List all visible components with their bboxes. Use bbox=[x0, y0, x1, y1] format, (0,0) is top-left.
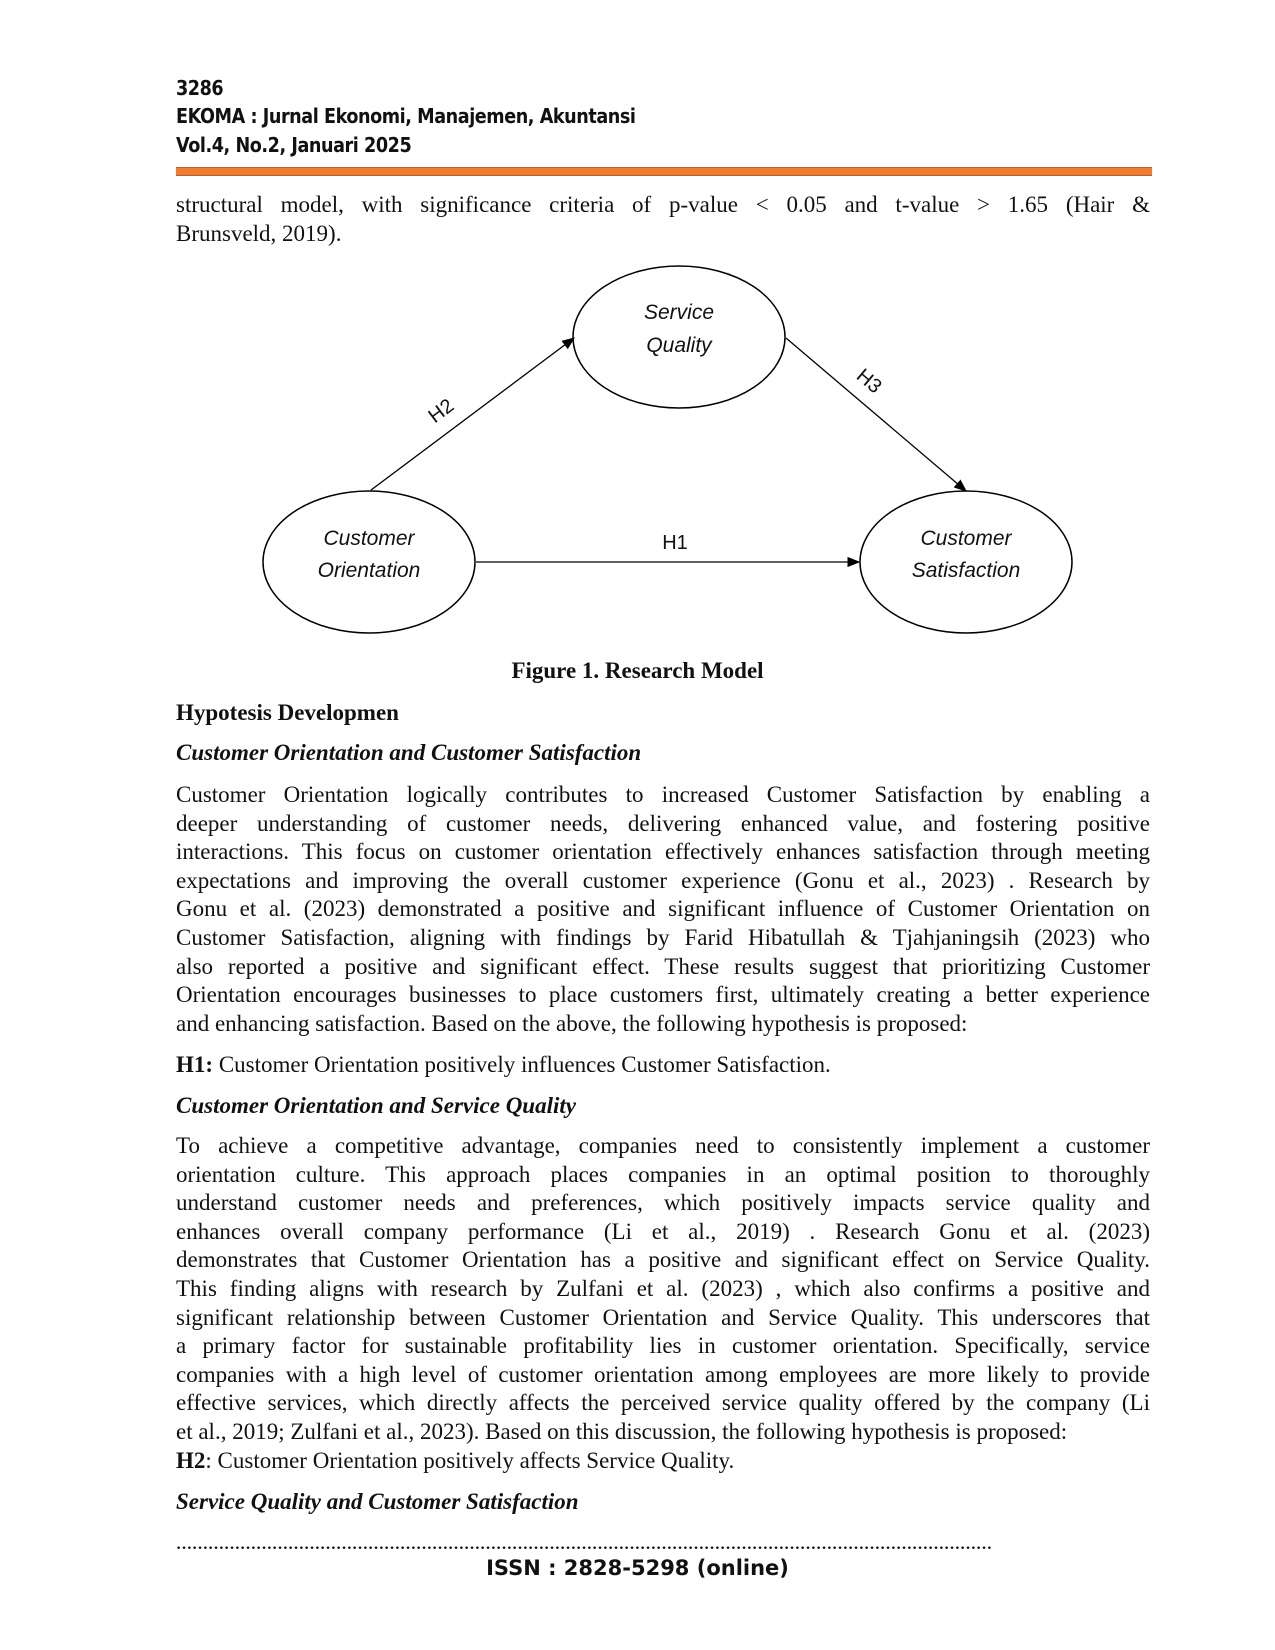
subsection-title: Customer Orientation and Customer Satisf… bbox=[176, 740, 642, 765]
page-number: 3286 bbox=[176, 76, 224, 100]
text-line: Orientation encourages businesses to pla… bbox=[176, 982, 1150, 1008]
footer-divider: …………………………………………………………………………………………………………… bbox=[176, 1536, 992, 1553]
hypothesis-h2: H2: Customer Orientation positively affe… bbox=[176, 1447, 1150, 1476]
text-line: enhances overall company performance (Li… bbox=[176, 1218, 1150, 1244]
text-line: orientation culture. This approach place… bbox=[176, 1161, 1150, 1187]
journal-title: EKOMA : Jurnal Ekonomi, Manajemen, Akunt… bbox=[176, 104, 636, 128]
text-line: understand customer needs and preference… bbox=[176, 1190, 1150, 1216]
hypothesis-h1: H1: Customer Orientation positively infl… bbox=[176, 1051, 1150, 1080]
arrow-h2 bbox=[370, 337, 576, 491]
node-label: Service bbox=[644, 301, 714, 324]
text-line: expectations and improving the overall c… bbox=[176, 867, 1150, 893]
text-line: et al., 2019; Zulfani et al., 2023). Bas… bbox=[176, 1418, 1068, 1444]
node-label: Customer bbox=[323, 527, 415, 550]
text-line: Gonu et al. (2023) demonstrated a positi… bbox=[176, 896, 1150, 922]
text-line: significant relationship between Custome… bbox=[176, 1304, 1150, 1330]
text-line: and enhancing satisfaction. Based on the… bbox=[176, 1010, 968, 1036]
node-label: Quality bbox=[646, 334, 713, 357]
subsection-title: Service Quality and Customer Satisfactio… bbox=[176, 1489, 579, 1514]
hypothesis-label: H2 bbox=[176, 1447, 206, 1473]
text-line: To achieve a competitive advantage, comp… bbox=[176, 1133, 1150, 1158]
hypothesis-label: H1: bbox=[176, 1052, 214, 1077]
hypothesis-text: Customer Orientation positively influenc… bbox=[213, 1052, 831, 1077]
paragraph-h2: To achieve a competitive advantage, comp… bbox=[176, 1132, 1150, 1475]
research-model-diagram: Service Quality Customer Orientation Cus… bbox=[262, 265, 1073, 634]
journal-volume: Vol.4, No.2, Januari 2025 bbox=[176, 133, 412, 157]
hypothesis-text: : Customer Orientation positively affect… bbox=[205, 1447, 735, 1473]
path-label-h3: H3 bbox=[852, 365, 886, 398]
text-line: structural model, with significance crit… bbox=[176, 192, 1150, 217]
node-service-quality bbox=[572, 265, 786, 409]
subsection-title: Customer Orientation and Service Quality bbox=[176, 1093, 576, 1118]
header-divider bbox=[176, 167, 1152, 176]
node-label: Customer bbox=[920, 527, 1012, 550]
text-line: demonstrates that Customer Orientation h… bbox=[176, 1247, 1150, 1273]
node-label: Satisfaction bbox=[912, 559, 1021, 582]
section-title: Hypotesis Developmen bbox=[176, 700, 399, 725]
figure-caption: Figure 1. Research Model bbox=[511, 658, 764, 683]
text-line: Customer Satisfaction, aligning with fin… bbox=[176, 924, 1150, 950]
text-line: interactions. This focus on customer ori… bbox=[176, 839, 1150, 865]
node-label: Orientation bbox=[318, 559, 421, 582]
arrow-h3 bbox=[785, 337, 967, 492]
node-customer-orientation bbox=[262, 490, 476, 634]
text-line: Brunsveld, 2019). bbox=[176, 220, 342, 246]
text-line: also reported a positive and significant… bbox=[176, 953, 1150, 979]
path-label-h1: H1 bbox=[662, 532, 688, 554]
text-line: a primary factor for sustainable profita… bbox=[176, 1333, 1150, 1359]
text-line: effective services, which directly affec… bbox=[176, 1390, 1150, 1416]
path-label-h2: H2 bbox=[425, 395, 459, 428]
text-line: Customer Orientation logically contribut… bbox=[176, 782, 1150, 807]
text-line: This finding aligns with research by Zul… bbox=[176, 1275, 1150, 1301]
intro-paragraph: structural model, with significance crit… bbox=[176, 191, 1150, 248]
text-line: companies with a high level of customer … bbox=[176, 1361, 1150, 1387]
paragraph-h1: Customer Orientation logically contribut… bbox=[176, 781, 1150, 1038]
text-line: deeper understanding of customer needs, … bbox=[176, 810, 1150, 836]
footer-issn: ISSN : 2828-5298 (online) bbox=[486, 1556, 789, 1580]
